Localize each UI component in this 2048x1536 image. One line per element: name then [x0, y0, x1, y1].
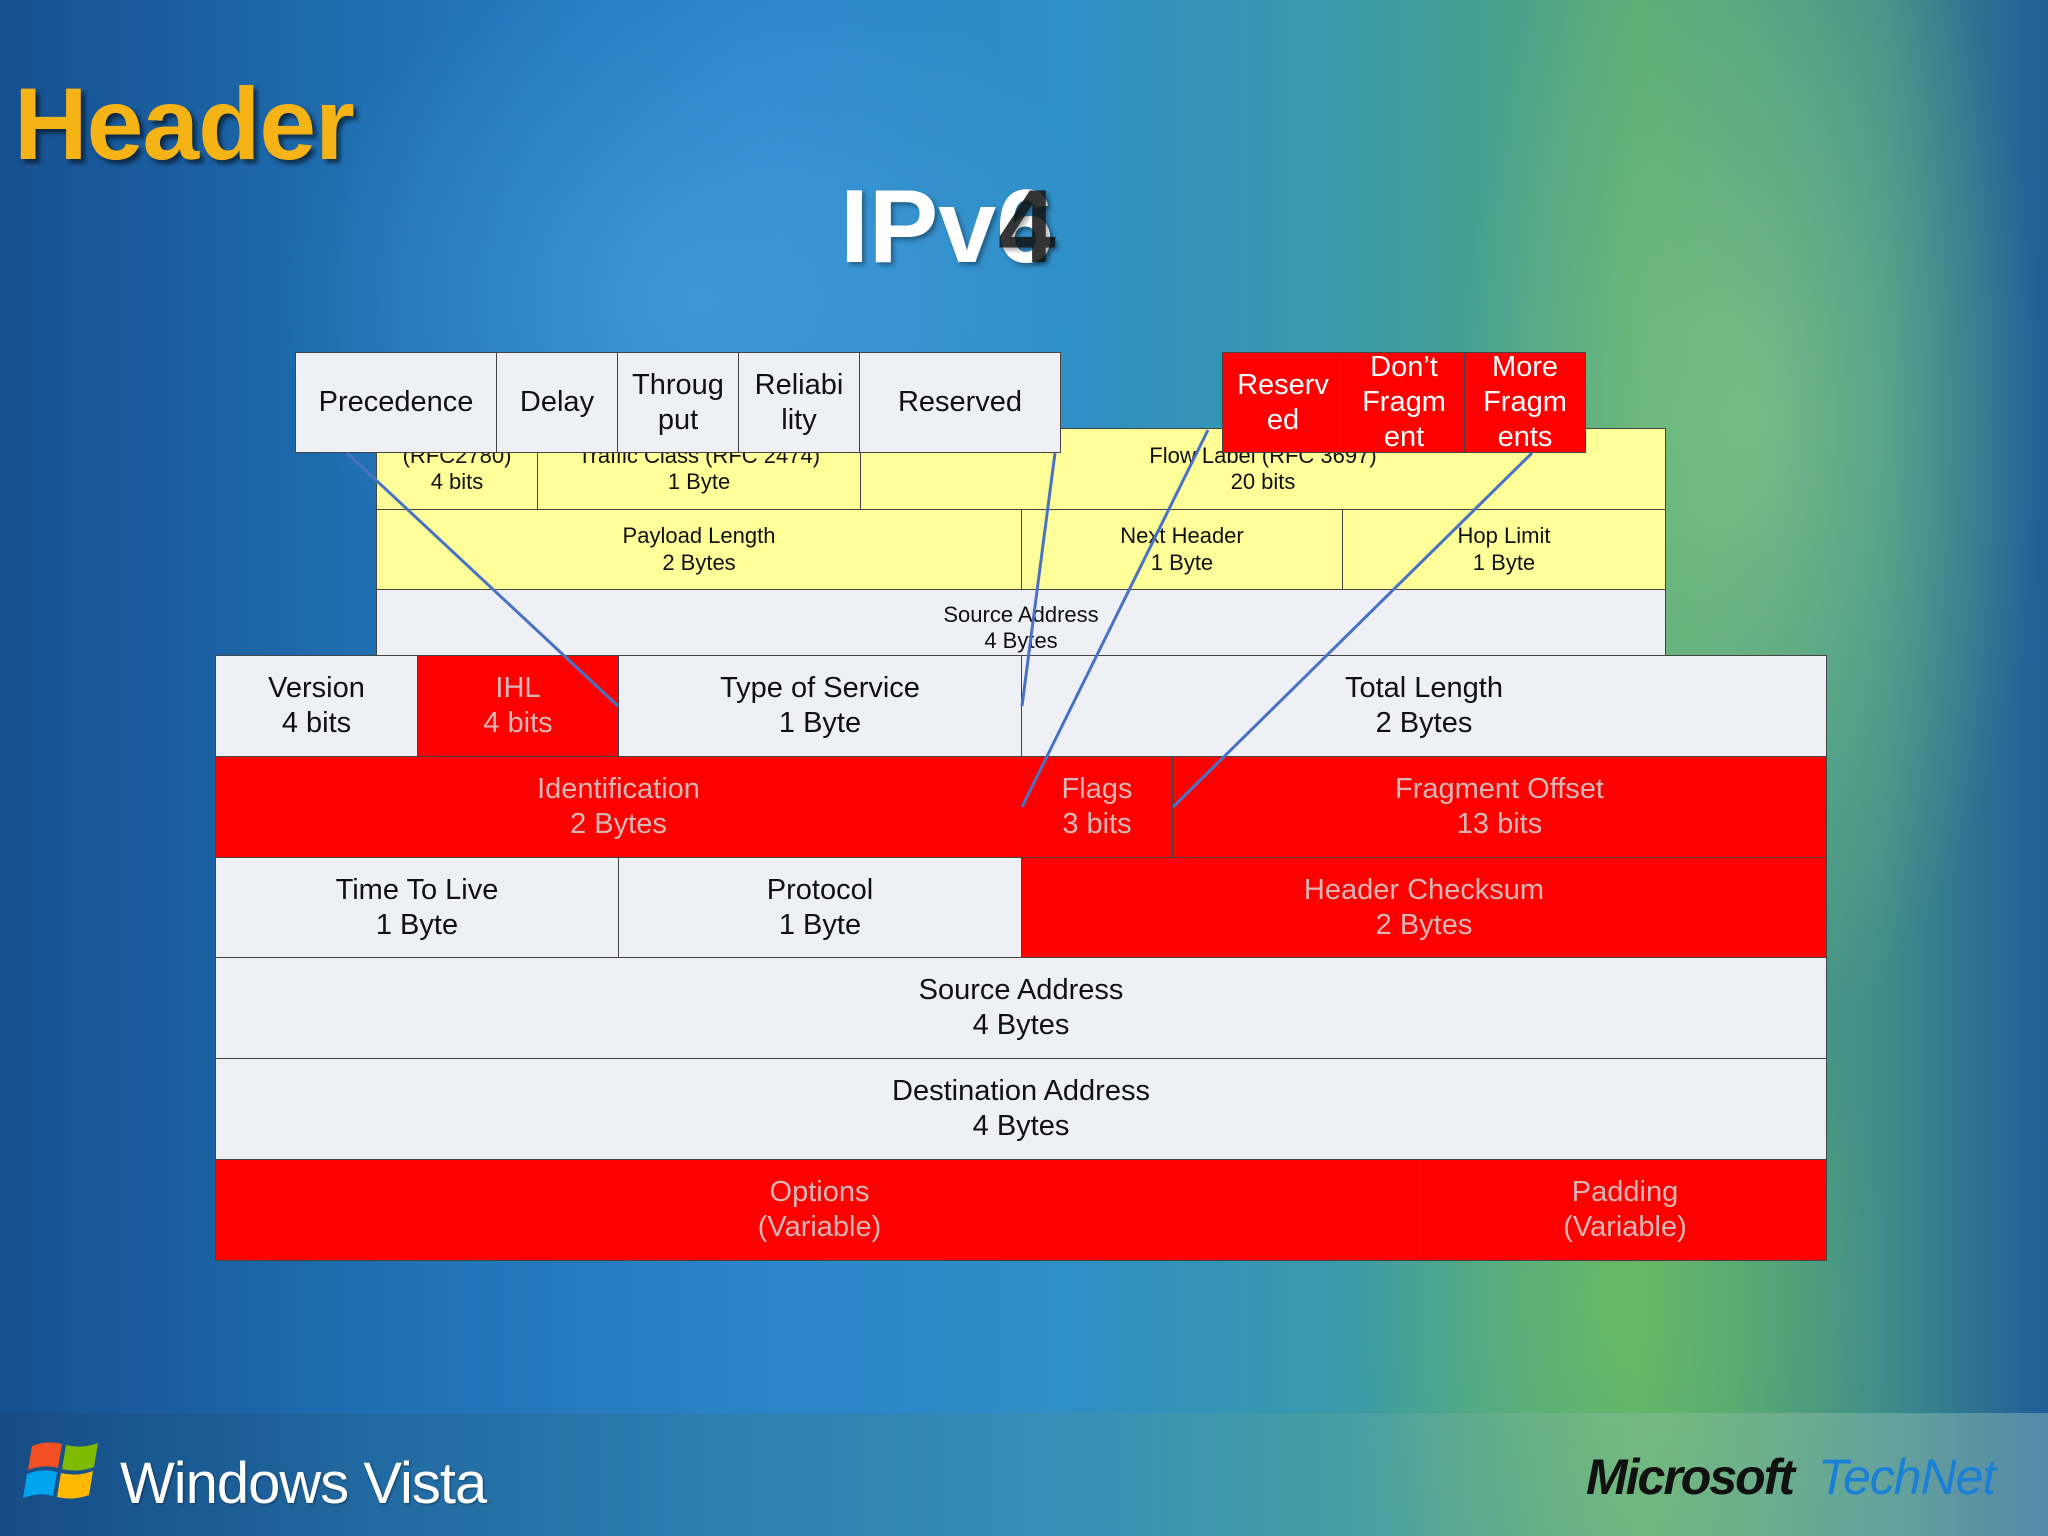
tos-bit-precedence-label: Precedence: [318, 386, 474, 419]
ipv6-flow-label-line2: 20 bits: [1230, 469, 1296, 494]
footer-bar: [0, 1413, 2048, 1536]
flag-bit-more-fragments-label: More Fragm ents: [1483, 352, 1567, 453]
windows-flag-icon: [23, 1442, 98, 1499]
ipv4-protocol-line2: 1 Byte: [778, 908, 862, 941]
tos-bit-reliability: Reliabi lity: [738, 352, 860, 453]
ipv4-tos-line1: Type of Service: [720, 672, 920, 705]
connector-tos-right: [1020, 452, 1057, 707]
protocol-title-overlay: 4: [998, 169, 1056, 285]
ipv6-next-header-line1: Next Header: [1120, 523, 1244, 549]
tos-bit-reserved-label: Reserved: [897, 386, 1023, 419]
ipv4-destination-address-line2: 4 Bytes: [972, 1110, 1070, 1142]
tos-bit-reserved: Reserved: [859, 352, 1061, 453]
ipv6-payload-length-line1: Payload Length: [622, 523, 776, 549]
flag-bit-reserved: Reserv ed: [1222, 352, 1344, 453]
tos-bit-precedence: Precedence: [295, 352, 497, 453]
ipv4-ihl-line2: 4 bits: [483, 707, 553, 739]
tos-bit-reliability-label: Reliabi lity: [754, 368, 844, 436]
ipv4-options-cell: Options(Variable): [215, 1159, 1424, 1261]
ipv6-source-address-line1: Source Address: [943, 602, 1099, 627]
tos-bit-throughput: Throug put: [617, 352, 739, 453]
ipv6-source-address-line2: 4 Bytes: [984, 628, 1058, 654]
flag-bit-reserved-label: Reserv ed: [1237, 368, 1329, 436]
connector-flags-right: [1171, 451, 1534, 809]
microsoft-logo-text: Microsoft: [1586, 1449, 1795, 1505]
ipv4-version-line2: 4 bits: [281, 707, 352, 739]
ipv4-flags-line1: Flags: [1061, 773, 1133, 806]
ipv6-next-header-line2: 1 Byte: [1150, 549, 1214, 575]
protocol-title-text: IPv6: [840, 169, 1054, 285]
ipv4-source-address-line1: Source Address: [918, 974, 1124, 1007]
ipv4-ttl-line2: 1 Byte: [375, 908, 459, 941]
ipv4-total-length-line2: 2 Bytes: [1375, 707, 1473, 739]
ipv4-tos-line2: 1 Byte: [778, 707, 862, 739]
ipv6-hop-limit-line1: Hop Limit: [1457, 523, 1551, 549]
flag-bit-dont-fragment-label: Don’t Fragm ent: [1362, 352, 1446, 453]
ipv4-identification-line2: 2 Bytes: [570, 808, 667, 840]
ipv6-hop-limit-line2: 1 Byte: [1472, 549, 1536, 575]
ipv4-padding-line1: Padding: [1571, 1176, 1679, 1209]
ipv4-header-checksum-line1: Header Checksum: [1303, 873, 1545, 906]
ipv4-source-address-line2: 4 Bytes: [972, 1009, 1070, 1041]
ipv4-fragment-offset-line2: 13 bits: [1456, 808, 1543, 840]
ipv4-padding-cell: Padding(Variable): [1423, 1159, 1827, 1261]
tos-bit-delay-label: Delay: [519, 386, 595, 419]
flag-bit-more-fragments: More Fragm ents: [1464, 352, 1586, 453]
ipv6-traffic-class-line2: 1 Byte: [667, 469, 731, 494]
ipv6-payload-length-line2: 2 Bytes: [662, 549, 736, 575]
ipv4-options-line1: Options: [769, 1176, 870, 1209]
ipv4-flags-line2: 3 bits: [1062, 808, 1132, 840]
tos-bit-throughput-label: Throug put: [632, 368, 724, 436]
protocol-title: IPv6 4: [840, 168, 1056, 287]
ipv4-protocol-line1: Protocol: [766, 873, 874, 906]
ipv4-header-checksum-line2: 2 Bytes: [1375, 908, 1473, 941]
ipv4-destination-address-line1: Destination Address: [892, 1075, 1150, 1108]
ipv4-fragment-offset-line1: Fragment Offset: [1395, 773, 1604, 806]
slide-title: Header: [14, 67, 355, 181]
ipv4-ttl-line1: Time To Live: [335, 873, 499, 906]
ipv4-identification-line1: Identification: [537, 773, 700, 806]
ipv4-total-length-line1: Total Length: [1344, 672, 1503, 705]
windows-vista-logo-text: Windows Vista: [120, 1451, 487, 1516]
ipv4-version-line1: Version: [268, 672, 365, 705]
ipv4-ihl-line1: IHL: [495, 672, 541, 705]
technet-logo-text: TechNet: [1818, 1449, 1996, 1505]
connector-flags-left: [1020, 429, 1210, 808]
ipv4-padding-line2: (Variable): [1563, 1211, 1687, 1243]
tos-bit-delay: Delay: [496, 352, 618, 453]
ipv4-options-line2: (Variable): [757, 1211, 882, 1243]
ipv6-version-line2: 4 bits: [430, 469, 484, 494]
connector-tos-left: [345, 451, 620, 708]
